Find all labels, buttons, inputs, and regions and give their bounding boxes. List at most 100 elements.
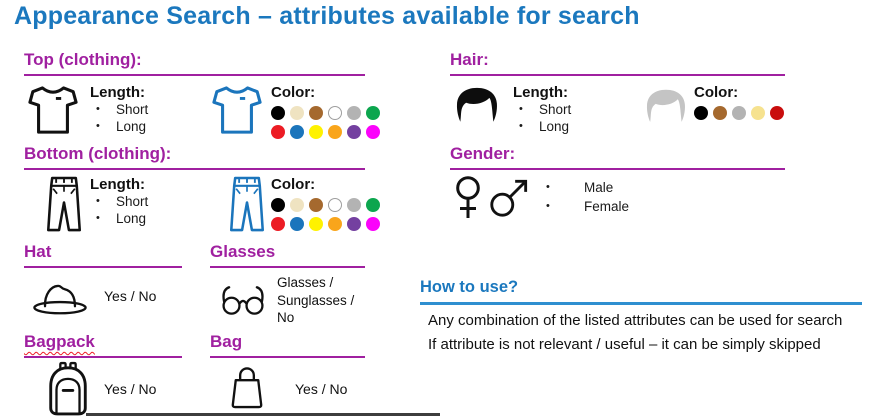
section-header-bagpack-label: Bagpack: [24, 332, 95, 351]
how-to-use-header-label: How to use?: [420, 278, 519, 296]
gray-color-dot: [347, 106, 361, 120]
hair-dark-icon: [456, 87, 497, 122]
beige-color-dot: [290, 198, 304, 212]
gender-option-male: Male: [540, 179, 629, 198]
black-color-dot: [271, 106, 285, 120]
section-bagpack: Bagpack: [24, 332, 182, 358]
section-bag: Bag: [210, 332, 365, 358]
option-label: Long: [116, 211, 147, 226]
section-header-bagpack: Bagpack: [24, 332, 182, 358]
hair-length-option-long: Long: [513, 118, 571, 135]
section-gender: Gender:: [450, 144, 785, 170]
black-color-dot: [694, 106, 708, 120]
brown-color-dot: [713, 106, 727, 120]
purple-color-dot: [347, 124, 361, 139]
blue-color-dot: [290, 216, 304, 231]
red-color-dot: [770, 106, 784, 120]
section-glasses: Glasses: [210, 242, 365, 268]
section-hat: Hat: [24, 242, 182, 268]
female-symbol-icon: [456, 176, 480, 218]
yellow-color-dot: [309, 124, 323, 139]
pants-icon: [46, 176, 82, 232]
bottom-length-label: Length:: [90, 176, 145, 193]
bottom-color-block: Color:: [271, 176, 385, 231]
top-length-option-long: Long: [90, 118, 148, 135]
how-to-use-line-1: Any combination of the listed attributes…: [428, 312, 843, 329]
section-how-to-use: How to use?: [420, 278, 862, 305]
white-color-dot: [328, 106, 342, 120]
bag-value: Yes / No: [295, 381, 348, 397]
orange-color-dot: [328, 216, 342, 231]
brown-color-dot: [309, 106, 323, 120]
gray-color-dot: [732, 106, 746, 120]
section-header-top: Top (clothing):: [24, 50, 365, 76]
top-length-option-short: Short: [90, 101, 148, 118]
page-title: Appearance Search – attributes available…: [14, 2, 640, 30]
section-header-gender-label: Gender:: [450, 144, 516, 163]
section-header-bag-label: Bag: [210, 332, 243, 351]
section-header-glasses-label: Glasses: [210, 242, 276, 261]
how-to-use-body: Any combination of the listed attributes…: [428, 309, 878, 356]
backpack-icon: [49, 361, 87, 416]
gender-options-block: Male Female: [540, 179, 629, 216]
top-length-label: Length:: [90, 84, 145, 101]
green-color-dot: [366, 106, 380, 120]
top-color-block: Color:: [271, 84, 385, 139]
section-header-bottom-label: Bottom (clothing):: [24, 144, 172, 163]
gender-option-female: Female: [540, 198, 629, 217]
glasses-icon: [222, 286, 264, 315]
magenta-color-dot: [366, 216, 380, 231]
pants-blue-icon: [229, 176, 265, 232]
orange-color-dot: [328, 124, 342, 139]
bagpack-value: Yes / No: [104, 381, 157, 397]
hat-icon: [33, 284, 87, 315]
brown-color-dot: [309, 198, 323, 212]
how-to-use-line-2: If attribute is not relevant / useful – …: [428, 335, 821, 353]
tshirt-blue-icon: [212, 86, 262, 134]
bottom-length-option-short: Short: [90, 193, 148, 210]
hair-gray-icon: [646, 89, 685, 122]
section-header-hat-label: Hat: [24, 242, 52, 261]
purple-color-dot: [347, 216, 361, 231]
section-header-hair-label: Hair:: [450, 50, 489, 69]
hair-color-palette: [694, 106, 784, 120]
bottom-color-palette: [271, 198, 385, 231]
option-label: Long: [539, 119, 570, 134]
hair-length-block: Length: Short Long: [513, 84, 571, 135]
male-symbol-icon: [490, 179, 528, 217]
gray-color-dot: [347, 198, 361, 212]
top-color-label: Color:: [271, 84, 316, 101]
yellow-color-dot: [309, 216, 323, 231]
bottom-length-option-long: Long: [90, 210, 148, 227]
section-header-top-label: Top (clothing):: [24, 50, 142, 69]
section-bottom-clothing: Bottom (clothing):: [24, 144, 365, 170]
red-color-dot: [271, 124, 285, 139]
magenta-color-dot: [366, 124, 380, 139]
section-header-gender: Gender:: [450, 144, 785, 170]
red-color-dot: [271, 216, 285, 231]
hair-color-label: Color:: [694, 84, 739, 101]
glasses-value: Glasses / Sunglasses / No: [277, 275, 355, 325]
section-header-bottom: Bottom (clothing):: [24, 144, 365, 170]
option-label: Male: [584, 180, 614, 195]
hair-color-block: Color:: [694, 84, 784, 120]
black-color-dot: [271, 198, 285, 212]
section-header-bag: Bag: [210, 332, 365, 358]
blonde-color-dot: [751, 106, 765, 120]
section-header-glasses: Glasses: [210, 242, 365, 268]
bottom-color-label: Color:: [271, 176, 316, 193]
option-label: Long: [116, 119, 147, 134]
bottom-divider: [86, 413, 440, 416]
top-length-block: Length: Short Long: [90, 84, 148, 135]
section-top-clothing: Top (clothing):: [24, 50, 365, 76]
section-header-hat: Hat: [24, 242, 182, 268]
bag-icon: [231, 367, 263, 409]
beige-color-dot: [290, 106, 304, 120]
option-label: Short: [539, 102, 572, 117]
option-label: Female: [584, 198, 630, 214]
section-header-hair: Hair:: [450, 50, 785, 76]
tshirt-icon: [28, 86, 78, 134]
bottom-length-block: Length: Short Long: [90, 176, 148, 227]
hair-length-label: Length:: [513, 84, 568, 101]
top-color-palette: [271, 106, 385, 139]
